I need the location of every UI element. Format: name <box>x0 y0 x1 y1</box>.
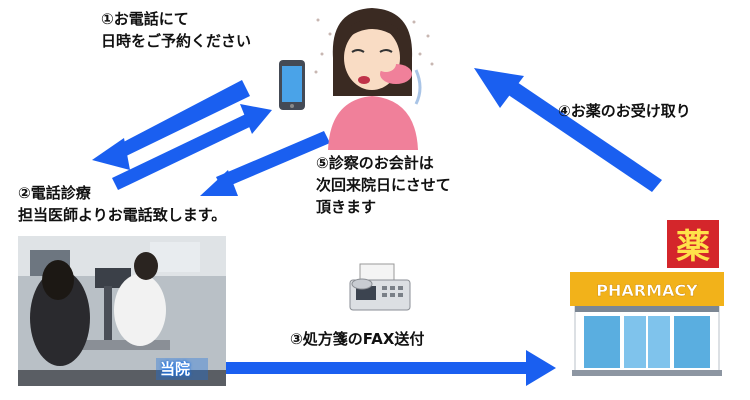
clinic-badge: 当院 <box>160 360 191 378</box>
step4-label: ④お薬のお受け取り <box>558 100 691 122</box>
sick-woman-icon <box>314 8 434 150</box>
clinic-examination-photo <box>18 236 226 386</box>
arrow-payment-note <box>200 131 330 196</box>
clinic-badge-backdrop <box>156 358 208 380</box>
arrow-doctor-callback <box>112 104 272 190</box>
step3-label: ③処方箋のFAX送付 <box>290 328 424 350</box>
smartphone-icon <box>279 60 305 110</box>
arrow-fax-prescription <box>226 350 556 386</box>
fax-machine-icon <box>349 263 411 311</box>
step2-line2: 担当医師よりお電話致します。 <box>18 206 227 224</box>
pharmacy-building-icon: 薬 PHARMACY <box>570 220 724 376</box>
step4-line1: ④お薬のお受け取り <box>558 102 691 120</box>
kanji-sign-text: 薬 <box>676 227 710 267</box>
arrow-reservation-call <box>92 80 250 170</box>
step1-label: ①お電話にて 日時をご予約ください <box>101 8 251 52</box>
arrow-medicine-pickup <box>474 68 662 192</box>
step5-line3: 頂きます <box>316 198 377 216</box>
step5-line2: 次回来院日にさせて <box>316 176 451 194</box>
step2-line1: ②電話診療 <box>18 184 91 202</box>
step2-label: ②電話診療 担当医師よりお電話致します。 <box>18 182 226 226</box>
step5-line1: ⑤診察のお会計は <box>316 154 434 172</box>
kanji-sign-board <box>667 220 719 268</box>
step5-label: ⑤診察のお会計は 次回来院日にさせて 頂きます <box>316 152 451 218</box>
step1-line2: 日時をご予約ください <box>101 32 252 50</box>
pharmacy-sign-text: PHARMACY <box>596 281 698 300</box>
step3-line1: ③処方箋のFAX送付 <box>290 330 425 348</box>
pharmacy-roof-sign <box>570 272 724 306</box>
step1-line1: ①お電話にて <box>101 10 189 28</box>
